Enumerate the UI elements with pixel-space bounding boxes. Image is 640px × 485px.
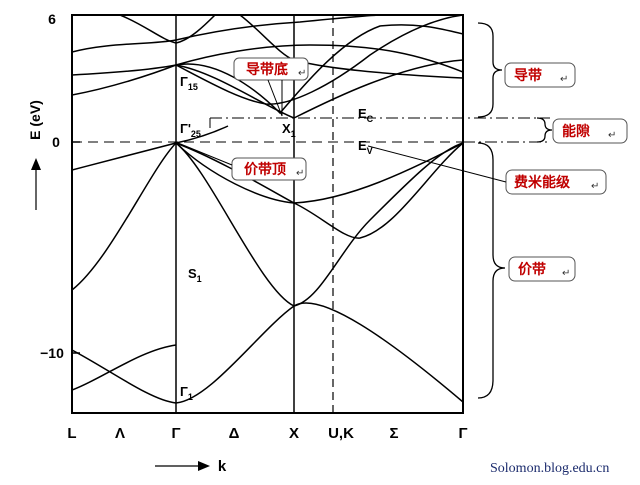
kpoint-label-X: X [289,425,299,442]
band-curve [175,142,463,239]
kpoint-label-L: L [67,425,76,442]
conduction-band-callout-box [504,62,576,88]
vb-top-return-mark: ↵ [296,168,304,179]
y-tick-label-0: 0 [52,134,60,150]
band-curve [175,15,463,105]
gamma15-label: Γ15 [180,74,198,92]
x-axis-label: k [218,458,227,475]
fermi-level-return-mark: ↵ [591,181,599,192]
band-gap-brace [536,117,553,143]
x-axis-arrowhead [198,461,210,471]
watermark-text: Solomon.blog.edu.cn [490,461,609,476]
cb-bottom-text: 导带底 [246,61,288,78]
band-curve [72,142,463,204]
vb-top-text: 价带顶 [244,162,286,178]
band-curve [293,142,463,307]
band-gap-text: 能隙 [562,123,590,140]
band-gap-return-mark: ↵ [608,130,616,141]
kpoint-label-lambda: Λ [115,425,125,442]
valence-band-callout-box [508,256,576,282]
band-curve [175,24,463,115]
gamma25-label: Γ'25 [180,121,201,139]
conduction-band-brace [477,22,503,118]
band-curve [72,302,463,404]
cb-bottom-callout-box [233,57,309,81]
plot-frame [71,14,464,414]
band-curve [119,15,216,44]
band-curve [72,344,177,391]
conduction-band-text: 导带 [514,68,542,84]
band-curve [72,59,463,119]
fermi-level-pointer [367,145,507,183]
x1-label: X1 [282,121,296,139]
kpoint-label-sigma: Σ [389,425,398,442]
band-curves [72,15,463,404]
valence-band-brace [477,142,506,399]
kpoint-label-delta: Δ [229,425,240,442]
y-tick-label-6: 6 [48,11,56,27]
cb-bottom-pointer [267,79,283,117]
band-curve [72,15,381,53]
vb-top-callout-box [231,157,307,181]
kpoint-label-gamma-end: Γ [458,425,467,442]
s1-label: S1 [188,266,202,284]
y-axis-label: E (eV) [27,100,43,140]
ec-label: EC [358,106,374,124]
band-curve [175,125,229,144]
cb-bottom-return-mark: ↵ [298,68,306,79]
valence-band-return-mark: ↵ [562,268,570,279]
fermi-level-text: 费米能级 [514,174,571,191]
y-axis-arrowhead [31,158,41,170]
ev-label: EV [358,138,373,156]
kpoint-label-gamma: Γ [171,425,180,442]
band-gap-callout-box [552,118,628,144]
kpoint-label-UK: U,K [328,425,354,442]
y-tick-label-minus10: −10 [40,345,64,361]
conduction-band-return-mark: ↵ [560,74,568,85]
valence-band-text: 价带 [518,262,546,278]
band-curve [72,44,463,96]
vb-top-pointer [177,142,233,166]
gamma1-label: Γ1 [180,384,193,402]
